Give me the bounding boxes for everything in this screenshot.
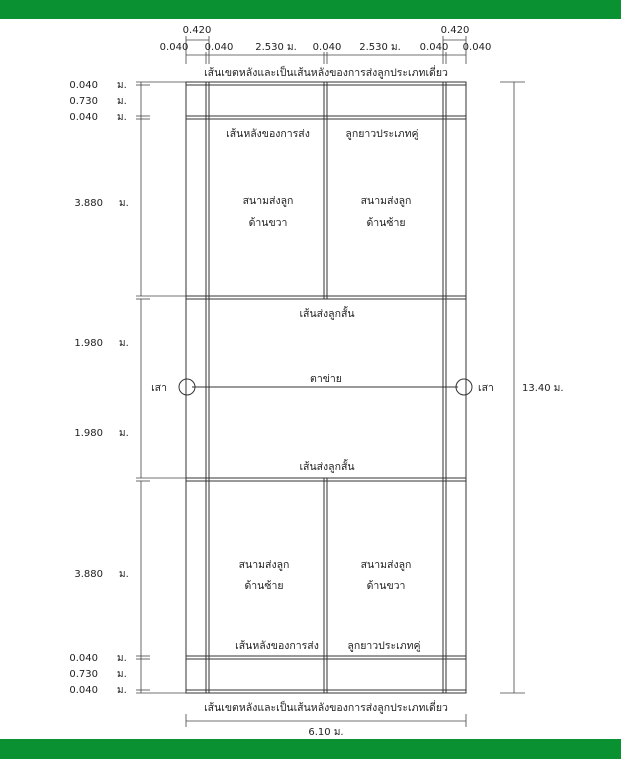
service-court-label: สนามส่งลูก [361,195,412,207]
left-dim-value: 0.040 [69,685,98,696]
top-dim-label: 0.040 [205,42,234,53]
left-dim-unit: ม. [119,569,129,580]
left-dim-unit: ม. [119,338,129,349]
top-dim-label: 0.040 [160,42,189,53]
service-court-side-label: ด้านขวา [249,217,288,229]
service-court-label: สนามส่งลูก [239,559,290,571]
left-dim-value: 1.980 [74,428,103,439]
service-court-side-label: ด้านขวา [367,580,406,592]
left-post-circle [178,378,196,396]
top-dim-label: 0.420 [441,25,470,36]
bottom-dimension-line [185,714,467,727]
left-dim-unit: ม. [119,198,129,209]
left-dim-value: 1.980 [74,338,103,349]
left-dim-unit: ม. [117,112,127,123]
doubles-long-service-label-bottom-b: ลูกยาวประเภทคู่ [347,640,420,652]
top-dim-label: 0.040 [463,42,492,53]
net-label: ตาข่าย [310,373,342,385]
top-dim-label: 2.530 ม. [359,42,401,53]
service-court-side-label: ด้านซ้าย [244,580,283,592]
back-boundary-label-top: เส้นเขตหลังและเป็นเส้นหลังของการส่งลูกปร… [204,65,448,79]
court-labels: เส้นเขตหลังและเป็นเส้นหลังของการส่งลูกปร… [151,65,494,714]
left-dim-value: 0.730 [69,96,98,107]
court-outer-boundary [185,81,467,694]
left-dim-unit: ม. [117,80,127,91]
left-dim-value: 0.040 [69,112,98,123]
top-dimension-labels: 0.420 0.420 0.040 0.040 2.530 ม. 0.040 2… [160,25,492,53]
short-service-label-bottom: เส้นส่งลูกสั้น [299,459,354,473]
top-dim-label: 0.420 [183,25,212,36]
right-dimension-line [500,81,525,694]
left-dimension-lines [136,81,186,694]
top-dim-label: 0.040 [420,42,449,53]
bottom-green-band [0,739,621,759]
court-length-label: 13.40 ม. [522,383,564,394]
back-boundary-label-bottom: เส้นเขตหลังและเป็นเส้นหลังของการส่งลูกปร… [204,700,448,714]
left-dim-unit: ม. [117,653,127,664]
service-court-label: สนามส่งลูก [361,559,412,571]
left-dim-value: 0.040 [69,653,98,664]
left-dim-value: 0.040 [69,80,98,91]
doubles-long-service-label-top-a: เส้นหลังของการส่ง [226,128,310,140]
top-green-band [0,0,621,19]
doubles-long-service-label-bottom-a: เส้นหลังของการส่ง [235,640,319,652]
post-label-right: เสา [478,382,494,394]
left-dim-unit: ม. [117,96,127,107]
service-court-label: สนามส่งลูก [243,195,294,207]
left-dim-value: 3.880 [74,198,103,209]
left-dimension-labels: 0.040 ม. 0.730 ม. 0.040 ม. 3.880 ม. 1.98… [69,80,128,696]
left-dim-value: 0.730 [69,669,98,680]
top-dim-label: 2.530 ม. [255,42,297,53]
right-post-circle [455,378,473,396]
left-dim-unit: ม. [117,669,127,680]
top-dimension-lines [185,36,467,64]
doubles-long-service-label-top-b: ลูกยาวประเภทคู่ [345,128,418,140]
top-dim-label: 0.040 [313,42,342,53]
post-label-left: เสา [151,382,167,394]
court-width-label: 6.10 ม. [308,727,343,738]
short-service-label-top: เส้นส่งลูกสั้น [299,306,354,320]
service-court-side-label: ด้านซ้าย [366,217,405,229]
left-dim-unit: ม. [119,428,129,439]
left-dim-unit: ม. [117,685,127,696]
court-lines [178,81,473,694]
left-dim-value: 3.880 [74,569,103,580]
